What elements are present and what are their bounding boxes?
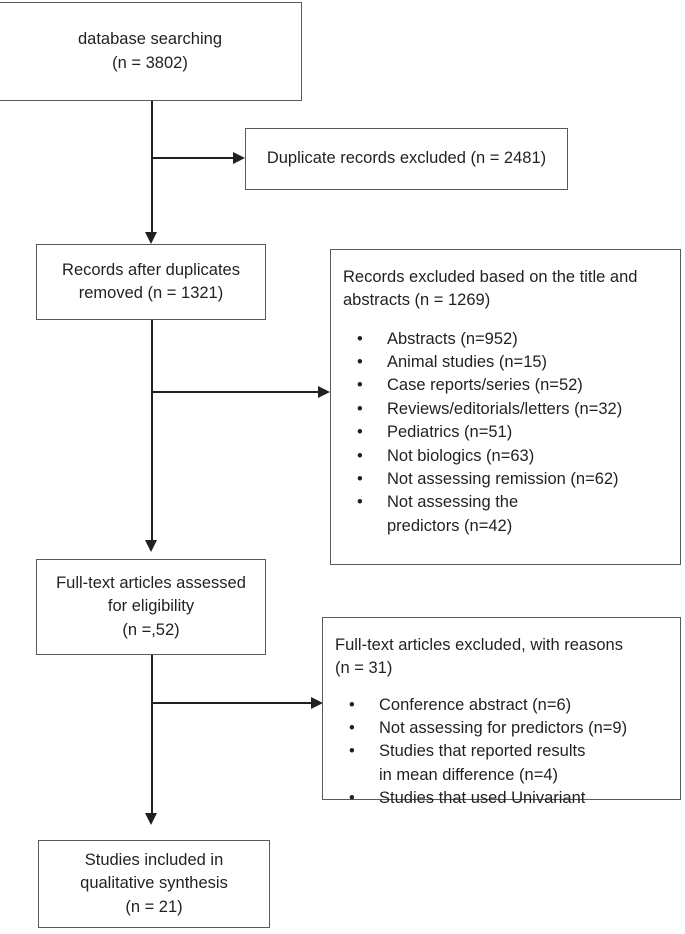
connector-records-to-excluded: [151, 391, 318, 393]
records-excluded-bullet-list: • Abstracts (n=952) • Animal studies (n=…: [343, 328, 668, 539]
arrow-identification-to-records: [145, 232, 157, 244]
list-item-label: Reviews/editorials/letters (n=32): [387, 399, 623, 418]
bullet-icon: •: [357, 423, 363, 442]
list-item-label: Abstracts (n=952): [387, 329, 518, 348]
bullet-icon: •: [357, 376, 363, 395]
bullet-icon: •: [357, 352, 363, 371]
list-item-label: Pediatrics (n=51): [387, 423, 513, 442]
bullet-icon: •: [357, 399, 363, 418]
bullet-icon: •: [349, 789, 355, 808]
duplicate-records-excluded-box: Duplicate records excluded (n = 2481): [245, 128, 568, 190]
list-item-label: Case reports/series (n=52): [387, 376, 583, 395]
arrow-fulltext-to-included: [145, 813, 157, 825]
records-excluded-heading-line-2: abstracts (n = 1269): [343, 290, 491, 309]
list-item-label: Not assessing for predictors (n=9): [379, 718, 628, 737]
arrow-to-records-excluded: [318, 386, 330, 398]
bullet-icon: •: [349, 695, 355, 714]
list-item: • Conference abstract (n=6): [335, 694, 668, 717]
records-excluded-title-abstracts-box: Records excluded based on the title and …: [330, 249, 681, 565]
list-item: • Studies that reported results in mean …: [335, 740, 668, 787]
arrow-records-to-fulltext: [145, 540, 157, 552]
connector-identification-to-duplicates: [151, 157, 233, 159]
list-item: • Animal studies (n=15): [343, 351, 668, 374]
full-text-assessed-line-3: (n =,52): [122, 620, 180, 639]
studies-included-line-1: Studies included in: [84, 850, 224, 869]
full-text-excluded-heading-line-1: Full-text articles excluded, with reason…: [335, 636, 623, 654]
list-item: • Not assessing the predictors (n=42): [343, 491, 668, 538]
list-item: • Case reports/series (n=52): [343, 374, 668, 397]
studies-included-line-2: qualitative synthesis: [80, 874, 228, 893]
connector-identification-trunk: [151, 101, 153, 236]
list-item-label: Studies that reported results in mean di…: [379, 742, 586, 784]
bullet-icon: •: [357, 493, 363, 512]
bullet-icon: •: [349, 718, 355, 737]
connector-fulltext-to-excluded: [151, 702, 311, 704]
bullet-icon: •: [357, 470, 363, 489]
list-item: • Not assessing for predictors (n=9): [335, 717, 668, 740]
list-item: • Not biologics (n=63): [343, 445, 668, 468]
duplicate-records-excluded-line-1: Duplicate records excluded (n = 2481): [266, 149, 547, 168]
bullet-icon: •: [357, 446, 363, 465]
arrow-to-duplicates-excluded: [233, 152, 245, 164]
bullet-icon: •: [349, 742, 355, 761]
records-after-duplicates-line-2: removed (n = 1321): [78, 284, 224, 302]
full-text-assessed-line-1: Full-text articles assessed: [56, 573, 246, 592]
studies-included-line-3: (n = 21): [125, 897, 183, 916]
connector-records-trunk: [151, 320, 153, 544]
list-item-label: Not biologics (n=63): [387, 446, 535, 465]
records-excluded-heading-line-1: Records excluded based on the title and: [343, 268, 638, 286]
arrow-to-fulltext-excluded: [311, 697, 323, 709]
database-searching-line-1: database searching: [77, 30, 223, 49]
list-item-label: Conference abstract (n=6): [379, 695, 572, 714]
full-text-excluded-heading-line-2: (n = 31): [335, 658, 393, 677]
connector-fulltext-trunk: [151, 655, 153, 817]
full-text-excluded-box: Full-text articles excluded, with reason…: [322, 617, 681, 807]
database-searching-box: database searching (n = 3802): [0, 2, 302, 101]
list-item: • Studies that used Univariant: [335, 787, 668, 810]
full-text-excluded-bullet-list: • Conference abstract (n=6) • Not assess…: [335, 694, 668, 811]
list-item-label: Animal studies (n=15): [387, 352, 548, 371]
list-item: • Pediatrics (n=51): [343, 421, 668, 444]
database-searching-line-2: (n = 3802): [112, 53, 188, 72]
list-item-label: Studies that used Univariant: [379, 789, 586, 808]
list-item-label: Not assessing the predictors (n=42): [387, 493, 519, 535]
records-after-duplicates-box: Records after duplicates removed (n = 13…: [36, 244, 266, 320]
records-after-duplicates-line-1: Records after duplicates: [62, 260, 240, 279]
list-item-label: Not assessing remission (n=62): [387, 470, 619, 489]
list-item: • Abstracts (n=952): [343, 328, 668, 351]
full-text-assessed-line-2: for eligibility: [107, 597, 195, 616]
studies-included-box: Studies included in qualitative synthesi…: [38, 840, 270, 928]
list-item: • Not assessing remission (n=62): [343, 468, 668, 491]
list-item: • Reviews/editorials/letters (n=32): [343, 398, 668, 421]
bullet-icon: •: [357, 329, 363, 348]
full-text-assessed-box: Full-text articles assessed for eligibil…: [36, 559, 266, 655]
